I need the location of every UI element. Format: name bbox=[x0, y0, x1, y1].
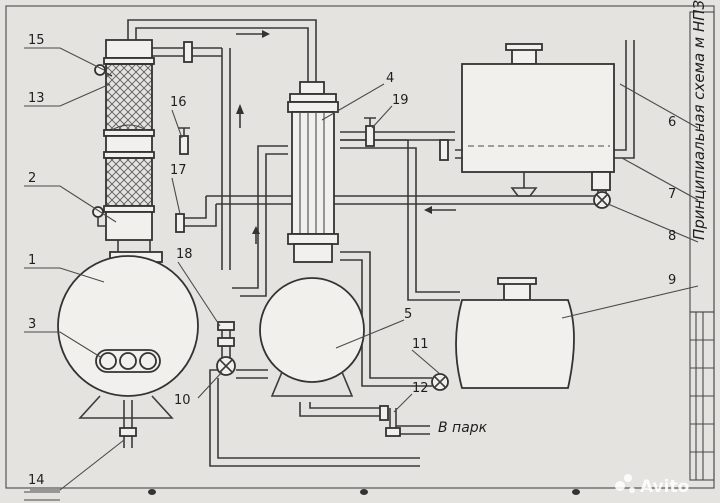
label-7: 7 bbox=[668, 187, 676, 202]
receiver-vessel bbox=[259, 277, 365, 397]
flange-vapour-line bbox=[183, 41, 193, 63]
label-15: 15 bbox=[28, 33, 45, 48]
label-4: 4 bbox=[386, 71, 394, 86]
label-6: 6 bbox=[668, 115, 676, 130]
label-5: 5 bbox=[404, 307, 412, 322]
binder-holes bbox=[148, 489, 580, 495]
pipelines bbox=[117, 19, 635, 467]
valve-19 bbox=[364, 117, 376, 147]
part-labels: 15 13 16 17 2 18 1 3 10 14 4 19 5 11 12 … bbox=[28, 33, 676, 488]
pressure-gauge-15 bbox=[94, 64, 113, 77]
flange-tank6 bbox=[439, 139, 449, 161]
title-block bbox=[689, 311, 715, 481]
label-2: 2 bbox=[28, 171, 36, 186]
label-8: 8 bbox=[668, 229, 676, 244]
watermark-text: Avito bbox=[640, 477, 689, 497]
storage-tank-6 bbox=[461, 43, 615, 197]
label-17: 17 bbox=[170, 163, 187, 178]
avito-watermark: Avito bbox=[615, 474, 689, 497]
valve-11 bbox=[431, 373, 449, 391]
label-3: 3 bbox=[28, 317, 36, 332]
boiler-still bbox=[57, 251, 199, 419]
label-10: 10 bbox=[174, 393, 191, 408]
pump-10 bbox=[216, 356, 236, 376]
valve-12 bbox=[379, 405, 401, 437]
condenser bbox=[287, 81, 339, 263]
flow-arrows bbox=[236, 30, 456, 244]
label-9: 9 bbox=[668, 273, 676, 288]
valve-17 bbox=[175, 213, 185, 233]
sheet-title: Принципиальная схема м НПЗ bbox=[690, 0, 708, 240]
valve-16 bbox=[178, 127, 190, 155]
to-park-note: В парк bbox=[438, 420, 488, 436]
label-14: 14 bbox=[28, 473, 45, 488]
label-19: 19 bbox=[392, 93, 409, 108]
leader-lines bbox=[24, 47, 699, 501]
valve-18 bbox=[217, 321, 235, 347]
valve-8 bbox=[593, 191, 611, 209]
valves bbox=[119, 41, 611, 437]
label-12: 12 bbox=[412, 381, 429, 396]
distillation-column bbox=[103, 39, 155, 241]
label-16: 16 bbox=[170, 95, 187, 110]
label-13: 13 bbox=[28, 91, 45, 106]
storage-tank-9 bbox=[455, 277, 575, 389]
valve-14 bbox=[119, 427, 137, 437]
label-11: 11 bbox=[412, 337, 429, 352]
label-1: 1 bbox=[28, 253, 36, 268]
pressure-gauge-column bbox=[92, 206, 106, 227]
label-18: 18 bbox=[176, 247, 193, 262]
